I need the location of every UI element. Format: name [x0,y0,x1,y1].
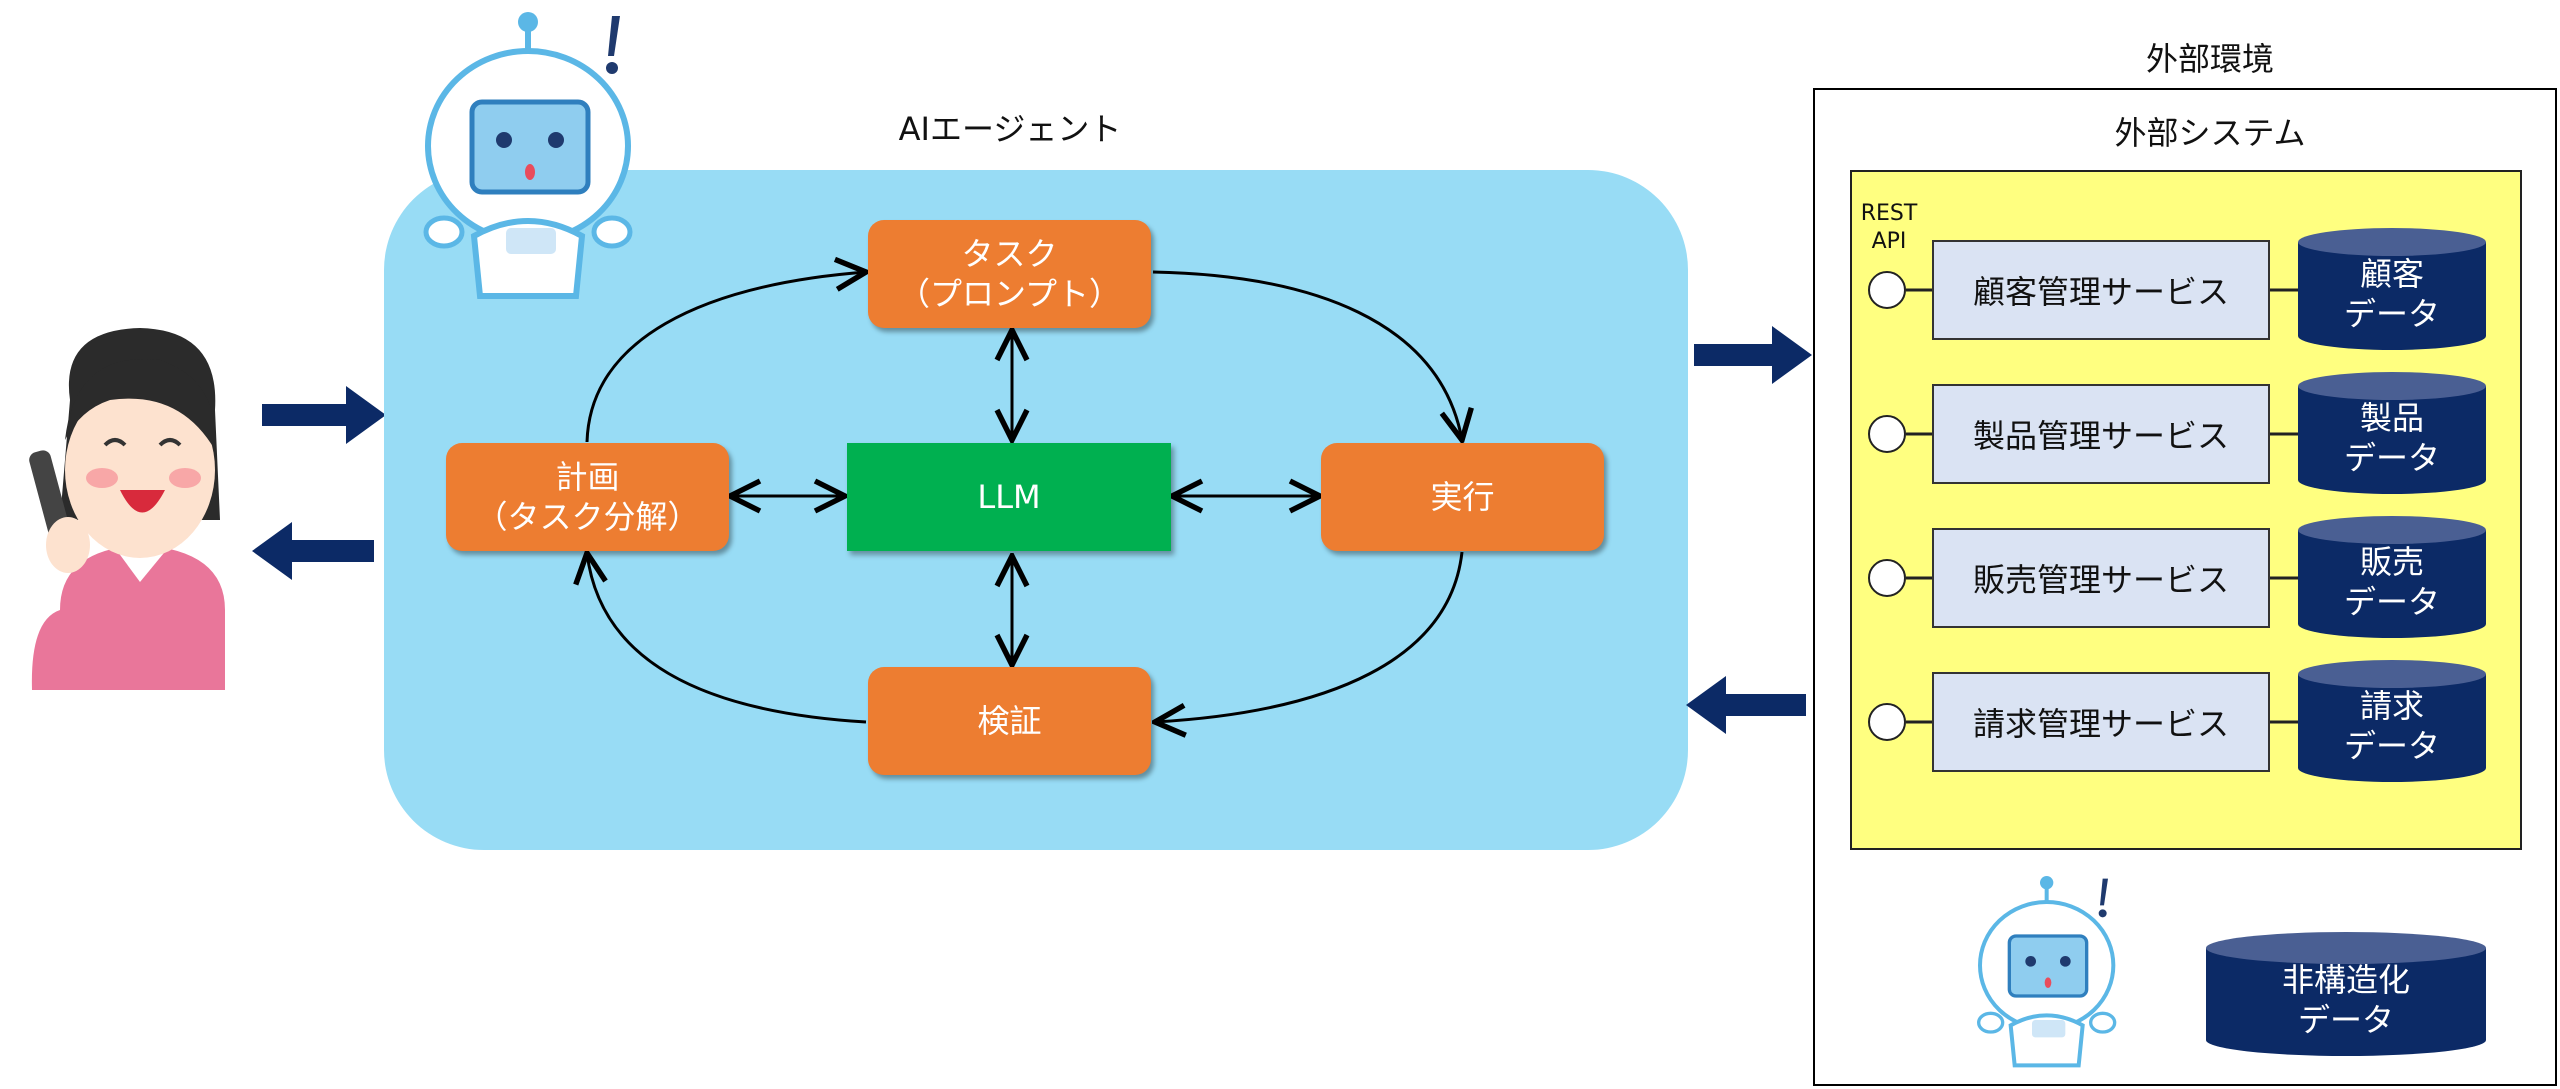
ai-agent-title: AIエージェント [898,110,1122,148]
plan-box: 計画 （タスク分解） [446,443,729,551]
product-management-service: 製品管理サービス [1932,384,2270,484]
verify-box: 検証 [868,667,1151,775]
call-arrow-to-external [1694,326,1812,384]
customer-data-db: 顧客データ [2298,228,2486,350]
db-label: 顧客 [2359,255,2424,293]
request-arrow-to-agent [262,386,386,444]
db-sublabel: データ [2343,295,2440,333]
db-sublabel: データ [2343,439,2440,477]
result-arrow-to-agent [1686,676,1806,734]
sales-management-service: 販売管理サービス [1932,528,2270,628]
user-on-phone-illustration [29,328,225,690]
llm-box: LLM [847,443,1171,551]
billing-data-db: 請求データ [2298,660,2486,782]
db-label: 製品 [2359,399,2424,437]
unstructured-data-db: 非構造化データ [2206,932,2486,1056]
plan-label: 計画 [555,458,620,496]
product-data-db: 製品データ [2298,372,2486,494]
rest-api-port [1868,703,1906,741]
robot-mascot-icon [423,12,633,299]
db-sublabel: データ [2297,1001,2394,1039]
db-label: 販売 [2359,543,2424,581]
billing-management-service: 請求管理サービス [1932,672,2270,772]
plan-sublabel: （タスク分解） [475,498,700,536]
task-label: タスク [961,235,1058,273]
db-label: 非構造化 [2281,961,2410,999]
db-label: 請求 [2359,687,2424,725]
task-prompt-box: タスク （プロンプト） [868,220,1151,328]
external-environment-title: 外部環境 [2145,40,2274,78]
rest-api-label: REST API [1860,201,1918,254]
robot-mascot-icon [1977,876,2117,1068]
task-sublabel: （プロンプト） [897,275,1122,313]
external-system-title: 外部システム [2114,114,2306,152]
db-sublabel: データ [2343,583,2440,621]
response-arrow-to-user [252,522,374,580]
db-sublabel: データ [2343,727,2440,765]
customer-management-service: 顧客管理サービス [1932,240,2270,340]
sales-data-db: 販売データ [2298,516,2486,638]
rest-api-port [1868,271,1906,309]
rest-api-port [1868,559,1906,597]
rest-api-port [1868,415,1906,453]
execute-box: 実行 [1321,443,1604,551]
